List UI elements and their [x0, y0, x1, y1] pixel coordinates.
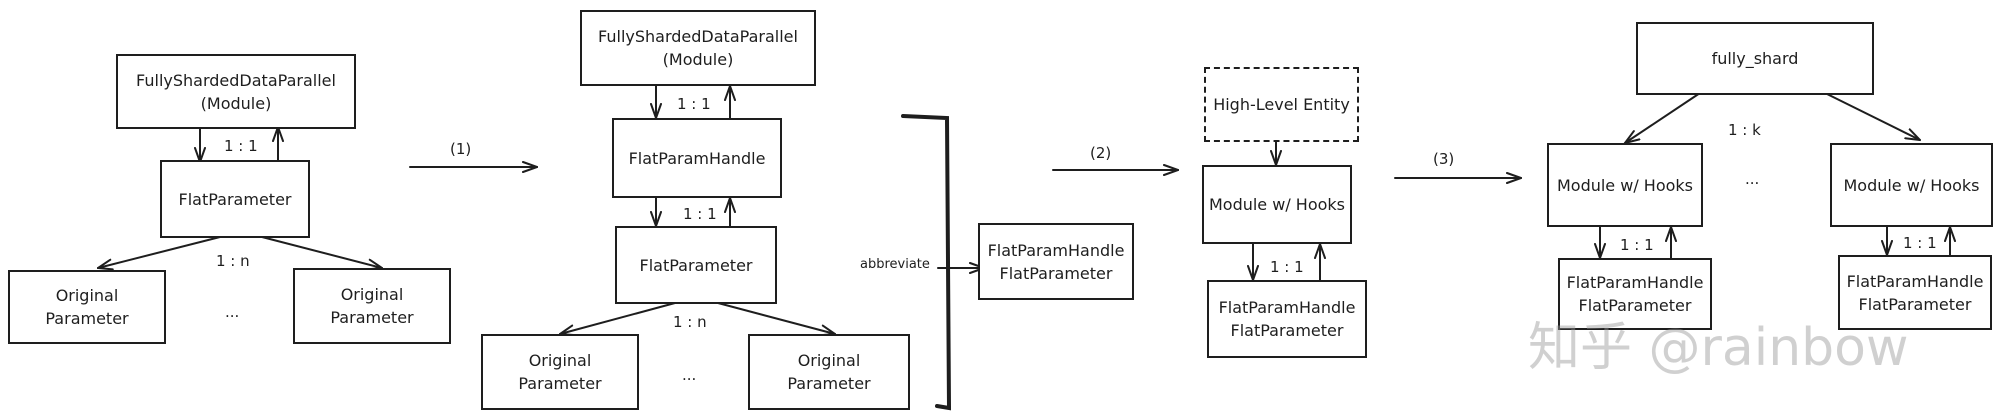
p4-module-hooks-right-label: Module w/ Hooks [1843, 175, 1980, 195]
p2-ellipsis: ... [682, 366, 697, 384]
p4-handle-parameter-right-label: FlatParamHandle FlatParameter [1846, 271, 1984, 314]
p1-ellipsis: ... [225, 303, 240, 321]
p2-flat-param-handle-label: FlatParamHandle [628, 148, 766, 168]
p2-arrow-to-original-left [560, 302, 676, 334]
p2-flat-parameter-label: FlatParameter [639, 255, 753, 275]
p2-original-parameter-right: Original Parameter [748, 334, 910, 410]
p4-arrow-to-module-left [1625, 92, 1701, 143]
p3-ratio: 1 : 1 [1270, 258, 1304, 276]
p2-ratio-bottom: 1 : n [673, 313, 707, 331]
p2-flat-param-handle-box: FlatParamHandle [612, 118, 782, 198]
p2-original-right-label: Original Parameter [787, 351, 871, 393]
abbrev-handle-parameter-box: FlatParamHandle FlatParameter [978, 223, 1134, 300]
p1-flat-parameter-box: FlatParameter [160, 160, 310, 238]
p1-ratio-top: 1 : 1 [224, 137, 258, 155]
p1-original-parameter-left: Original Parameter [8, 270, 166, 344]
p1-fsdp-module-label: FullyShardedDataParallel (Module) [136, 70, 336, 113]
p3-handle-parameter-box: FlatParamHandle FlatParameter [1207, 280, 1367, 358]
p1-fsdp-module-box: FullyShardedDataParallel (Module) [116, 54, 356, 129]
p1-original-parameter-right: Original Parameter [293, 268, 451, 344]
abbrev-handle-parameter-label: FlatParamHandle FlatParameter [987, 240, 1125, 283]
p1-original-left-label: Original Parameter [45, 286, 129, 328]
p4-ratio-top: 1 : k [1728, 121, 1761, 139]
p4-fully-shard-label: fully_shard [1711, 49, 1799, 68]
p2-ratio-top: 1 : 1 [677, 95, 711, 113]
p1-flat-parameter-label: FlatParameter [178, 189, 292, 209]
p2-flat-parameter-box: FlatParameter [615, 226, 777, 304]
p1-arrow-to-original-right [261, 236, 382, 268]
p4-module-hooks-left-box: Module w/ Hooks [1547, 143, 1703, 227]
p4-ratio-right: 1 : 1 [1903, 234, 1937, 252]
step2-label: (2) [1090, 144, 1112, 162]
p4-module-hooks-left-label: Module w/ Hooks [1556, 175, 1694, 195]
p2-ratio-mid: 1 : 1 [683, 205, 717, 223]
p2-original-left-label: Original Parameter [518, 351, 602, 393]
p4-handle-parameter-left-box: FlatParamHandle FlatParameter [1558, 258, 1712, 330]
p3-module-hooks-label: Module w/ Hooks [1208, 195, 1346, 214]
p3-module-hooks-box: Module w/ Hooks [1202, 165, 1352, 244]
p1-original-right-label: Original Parameter [330, 285, 414, 327]
p2-fsdp-module-box: FullyShardedDataParallel (Module) [580, 10, 816, 86]
p1-ratio-bottom: 1 : n [216, 252, 250, 270]
p4-ellipsis: ... [1745, 170, 1760, 188]
p4-ratio-left: 1 : 1 [1620, 236, 1654, 254]
p3-high-level-entity-label: High-Level Entity [1213, 95, 1350, 114]
p4-module-hooks-right-box: Module w/ Hooks [1830, 143, 1993, 227]
step3-label: (3) [1433, 150, 1455, 168]
p2-fsdp-module-label: FullyShardedDataParallel (Module) [598, 27, 798, 69]
p4-handle-parameter-right-box: FlatParamHandle FlatParameter [1838, 255, 1992, 330]
p2-arrow-to-original-right [717, 302, 835, 334]
p4-arrow-to-module-right [1824, 92, 1920, 140]
p4-handle-parameter-left-label: FlatParamHandle FlatParameter [1566, 273, 1704, 315]
abbreviate-bracket [901, 114, 952, 411]
p3-high-level-entity-box: High-Level Entity [1204, 67, 1359, 142]
step1-label: (1) [450, 140, 472, 158]
p2-original-parameter-left: Original Parameter [481, 334, 639, 410]
abbreviate-label: abbreviate [860, 257, 930, 272]
p1-arrow-to-original-left [98, 236, 221, 268]
p3-handle-parameter-label: FlatParamHandle FlatParameter [1218, 298, 1356, 340]
p4-fully-shard-box: fully_shard [1636, 22, 1874, 95]
